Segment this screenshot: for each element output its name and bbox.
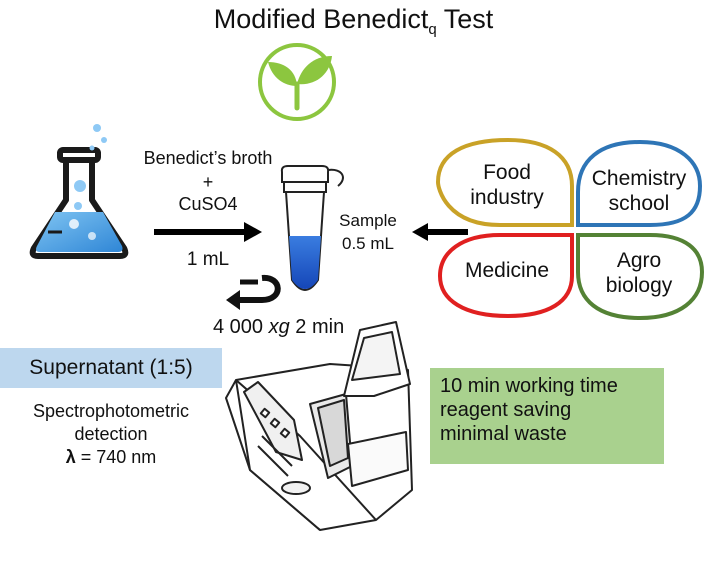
title-suffix: Test: [436, 4, 494, 34]
speed-time: 2 min: [289, 316, 345, 338]
chemistry-school-lobe: [576, 139, 703, 227]
food-industry-label: Food industry: [452, 160, 562, 210]
rotate-arrow-icon: [226, 274, 281, 310]
advantages-box: 10 min working time reagent saving minim…: [430, 368, 664, 464]
advantage-item: reagent saving: [440, 399, 572, 421]
food-line-2: industry: [470, 186, 544, 209]
agro-line-2: biology: [605, 274, 673, 297]
leaf-icon: [258, 43, 336, 121]
supernatant-badge: Supernatant (1:5): [0, 348, 222, 388]
reagent-volume: 1 mL: [186, 249, 230, 270]
speed-unit: xg: [268, 316, 290, 338]
detection-line-1: Spectrophotometric: [32, 401, 190, 421]
speed-prefix: 4 000: [213, 316, 269, 338]
lambda-symbol: λ: [65, 447, 76, 467]
reagent-line-3: CuSO4: [178, 194, 238, 214]
flask-icon: [29, 124, 129, 259]
chemistry-line-2: school: [608, 192, 670, 215]
supernatant-label: Supernatant (1:5): [29, 356, 193, 379]
food-industry-lobe: [435, 137, 574, 227]
detection-line-2: detection: [74, 424, 148, 444]
page-title: Modified Benedictq Test: [0, 4, 707, 38]
reagent-line-1: Benedict’s broth: [143, 148, 273, 168]
detection-text: Spectrophotometric detection λ = 740 nm: [0, 400, 222, 469]
chemistry-line-1: Chemistry: [591, 167, 687, 190]
wavelength: λ = 740 nm: [0, 446, 222, 469]
medicine-label: Medicine: [446, 258, 568, 283]
reagent-arrow: [154, 222, 262, 242]
food-line-1: Food: [483, 161, 531, 184]
title-main: Modified Benedict: [213, 4, 429, 34]
reagent-line-2: +: [202, 172, 214, 192]
spectrophotometer-icon: [225, 321, 413, 531]
agro-biology-label: Agro biology: [580, 248, 698, 298]
eppendorf-tube-icon: [280, 165, 344, 291]
agro-line-1: Agro: [616, 249, 662, 272]
agro-biology-lobe: [576, 233, 705, 321]
medicine-line-1: Medicine: [464, 259, 550, 282]
sample-label: Sample: [339, 211, 397, 230]
medicine-lobe: [437, 233, 574, 319]
sample-volume: 0.5 mL: [342, 234, 394, 253]
sample-arrow: [412, 223, 468, 241]
lambda-value: = 740 nm: [75, 447, 157, 467]
advantage-item: minimal waste: [440, 423, 567, 445]
chemistry-school-label: Chemistry school: [580, 166, 698, 216]
advantage-item: 10 min working time: [440, 375, 618, 397]
centrifuge-speed: 4 000 xg 2 min: [213, 316, 344, 339]
title-subscript: q: [428, 21, 437, 38]
